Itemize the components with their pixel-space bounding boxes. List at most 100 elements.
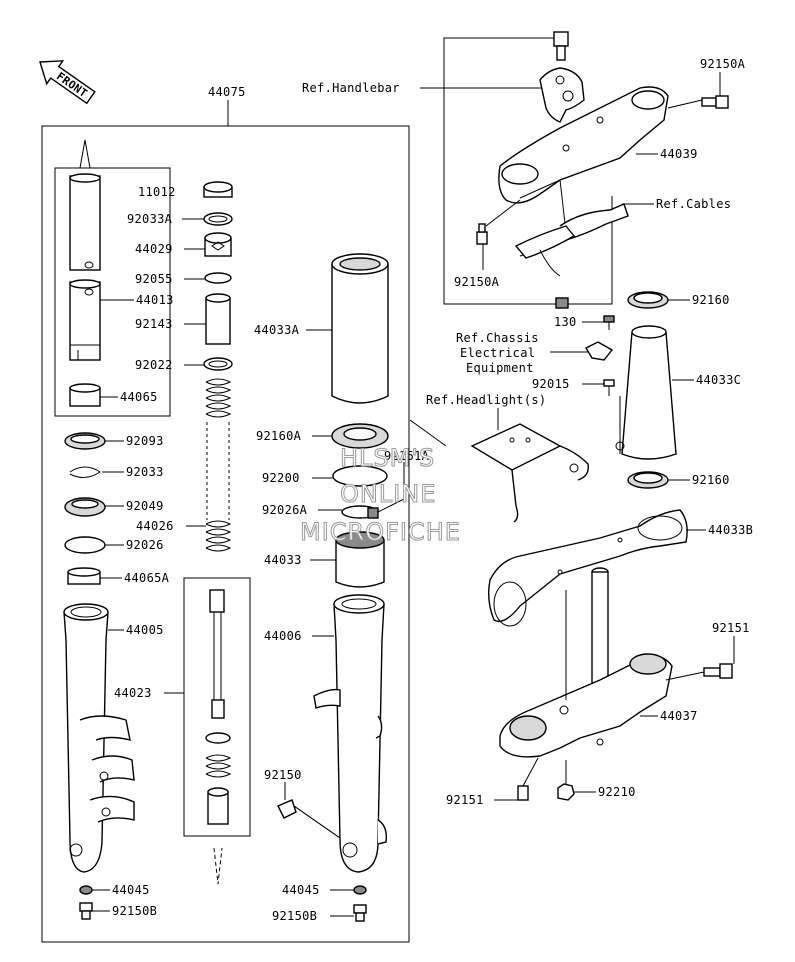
label-44037: 44037 [660, 709, 698, 723]
watermark-line-1: HLSM'S [340, 444, 435, 472]
watermark-line-2: ONLINE [340, 480, 436, 508]
label-92160-top: 92160 [692, 293, 730, 307]
label-92093: 92093 [126, 434, 164, 448]
label-ref-chassis-3: Equipment [466, 361, 534, 375]
screw-92015 [603, 379, 615, 396]
seal-92049 [64, 497, 106, 517]
damper-rod-44023 [205, 589, 232, 825]
label-44026: 44026 [136, 519, 174, 533]
label-ref-cables: Ref.Cables [656, 197, 731, 211]
bolt-92150B-right [353, 904, 367, 922]
label-92143: 92143 [135, 317, 173, 331]
outer-tube-44005 [63, 603, 135, 873]
bolt-92150B-left [79, 902, 93, 920]
clamp-92026A [341, 497, 407, 519]
watermark-line-3: MICROFICHE [300, 518, 461, 546]
front-arrow-label: FRONT [54, 70, 90, 101]
label-92033: 92033 [126, 465, 164, 479]
label-92151-right: 92151 [712, 621, 750, 635]
label-44033B: 44033B [708, 523, 753, 537]
spacer-92143 [205, 293, 231, 345]
headlight-bracket [470, 423, 589, 523]
bushing-44065 [69, 383, 101, 407]
label-92033A: 92033A [127, 212, 173, 226]
label-44033: 44033 [264, 553, 302, 567]
bolt-92151-right [703, 663, 733, 679]
label-44023: 44023 [114, 686, 152, 700]
label-92160A: 92160A [256, 429, 302, 443]
label-92049: 92049 [126, 499, 164, 513]
label-44065: 44065 [120, 390, 158, 404]
label-92150B-right: 92150B [272, 909, 317, 923]
label-130: 130 [554, 315, 577, 329]
label-92160-bottom: 92160 [692, 473, 730, 487]
bushing-44065A [67, 567, 101, 585]
upper-bracket-44039 [498, 86, 669, 277]
label-92022: 92022 [135, 358, 173, 372]
bolt-92151-bottom [517, 757, 539, 801]
label-92015: 92015 [532, 377, 570, 391]
cover-44033A [331, 253, 389, 404]
seal-92160-top [627, 291, 669, 309]
label-44039: 44039 [660, 147, 698, 161]
label-92151A: 92151A [384, 449, 430, 463]
upper-bracket-frame [443, 37, 613, 305]
cover-44033 [335, 531, 385, 588]
label-ref-handlebar: Ref.Handlebar [302, 81, 400, 95]
label-44033A: 44033A [254, 323, 300, 337]
label-92026A: 92026A [262, 503, 308, 517]
cover-44033C [615, 325, 677, 460]
label-44005: 44005 [126, 623, 164, 637]
chassis-clip [585, 341, 614, 361]
label-44029: 44029 [135, 242, 173, 256]
nut-bottom [555, 297, 569, 309]
lower-bracket-44037 [499, 653, 673, 758]
label-92150: 92150 [264, 768, 302, 782]
bolt-92150 [277, 799, 341, 839]
spring-44026 [205, 378, 232, 552]
washer-44045-right [353, 885, 367, 895]
label-ref-chassis-1: Ref.Chassis [456, 331, 539, 345]
screw-130 [603, 315, 615, 330]
cap-11012 [203, 181, 233, 198]
washer-92022 [203, 357, 233, 371]
ring-92200 [332, 465, 388, 487]
washer-92033A [203, 212, 233, 226]
label-92026: 92026 [126, 538, 164, 552]
label-44075: 44075 [208, 85, 246, 99]
bolt-92150A-top [701, 95, 729, 109]
label-44006: 44006 [264, 629, 302, 643]
inner-tube-frame [54, 167, 171, 417]
washer-44045-left [79, 885, 93, 895]
bolt-92150A-bottom [476, 223, 488, 245]
label-92150A-bottom: 92150A [454, 275, 500, 289]
outer-tube-44006 [313, 594, 388, 873]
label-92200: 92200 [262, 471, 300, 485]
label-11012: 11012 [138, 185, 176, 199]
label-92151-bottom: 92151 [446, 793, 484, 807]
label-ref-headlight: Ref.Headlight(s) [426, 393, 546, 407]
label-44033C: 44033C [696, 373, 741, 387]
watermark: HLSM'S ONLINE MICROFICHE [300, 444, 461, 547]
damper-rod-frame [183, 577, 251, 837]
label-92055: 92055 [135, 272, 173, 286]
washer-92026 [64, 536, 106, 554]
fork-assembly-frame [41, 125, 410, 943]
label-44045-left: 44045 [112, 883, 150, 897]
handlebar-clamp [539, 67, 585, 123]
label-44013: 44013 [136, 293, 174, 307]
clip-92033 [69, 466, 101, 478]
bolt-top [553, 31, 569, 61]
label-44065A: 44065A [124, 571, 170, 585]
label-44045-right: 44045 [282, 883, 320, 897]
plug-44029 [204, 232, 232, 257]
label-92150B-left: 92150B [112, 904, 157, 918]
oring-92055 [204, 272, 232, 284]
seal-92093 [64, 432, 106, 450]
seal-92160-bottom [627, 471, 669, 489]
front-arrow: FRONT [39, 60, 96, 105]
bracket-44033B [487, 509, 688, 627]
inner-tube-44013 [69, 139, 101, 361]
label-ref-chassis-2: Electrical [460, 346, 535, 360]
